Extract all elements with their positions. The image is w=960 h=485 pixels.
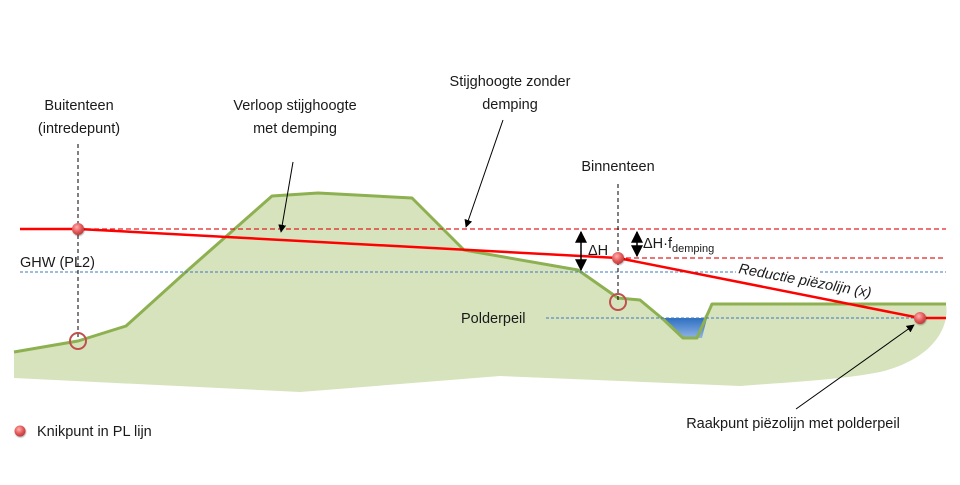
- ghw-label: GHW (PL2): [20, 255, 95, 271]
- delta-h-f-subscript: demping: [672, 243, 714, 255]
- zonder-demping-pointer-arrow: [464, 119, 504, 228]
- ditch-water: [664, 318, 707, 338]
- knikpunt-raakpunt: [914, 312, 926, 324]
- zonder-demping-label-line2: demping: [482, 97, 538, 113]
- raakpunt-pointer-arrow: [795, 324, 915, 410]
- verloop-label-line1: Verloop stijghoogte: [233, 98, 356, 114]
- dike-outline: [13, 191, 946, 354]
- delta-h-f-label: ΔH·fdemping: [643, 236, 714, 255]
- crossing-circle-binnenteen: [609, 293, 627, 311]
- verloop-label-line2: met demping: [253, 121, 337, 137]
- polderpeil-label: Polderpeil: [461, 311, 526, 327]
- delta-h-f-main: ΔH·f: [643, 236, 673, 252]
- raakpunt-label: Raakpunt piëzolijn met polderpeil: [686, 416, 900, 432]
- legend: Knikpunt in PL lijn: [14, 424, 152, 440]
- binnenteen-label: Binnenteen: [581, 159, 654, 175]
- knikpunt-binnenteen: [612, 252, 624, 264]
- zonder-demping-label-line1: Stijghoogte zonder: [450, 74, 571, 90]
- legend-knikpunt-label: Knikpunt in PL lijn: [37, 424, 152, 440]
- buitenteen-label-line1: Buitenteen: [44, 98, 113, 114]
- crossing-circle-buitenteen: [69, 332, 87, 350]
- knikpunt-buitenteen: [72, 223, 84, 235]
- legend-knikpunt-marker: [14, 425, 26, 437]
- buitenteen-label-line2: (intredepunt): [38, 121, 120, 137]
- soil-body: [14, 193, 947, 392]
- verloop-pointer-arrow: [278, 161, 294, 233]
- delta-h-label: ΔH: [588, 243, 608, 259]
